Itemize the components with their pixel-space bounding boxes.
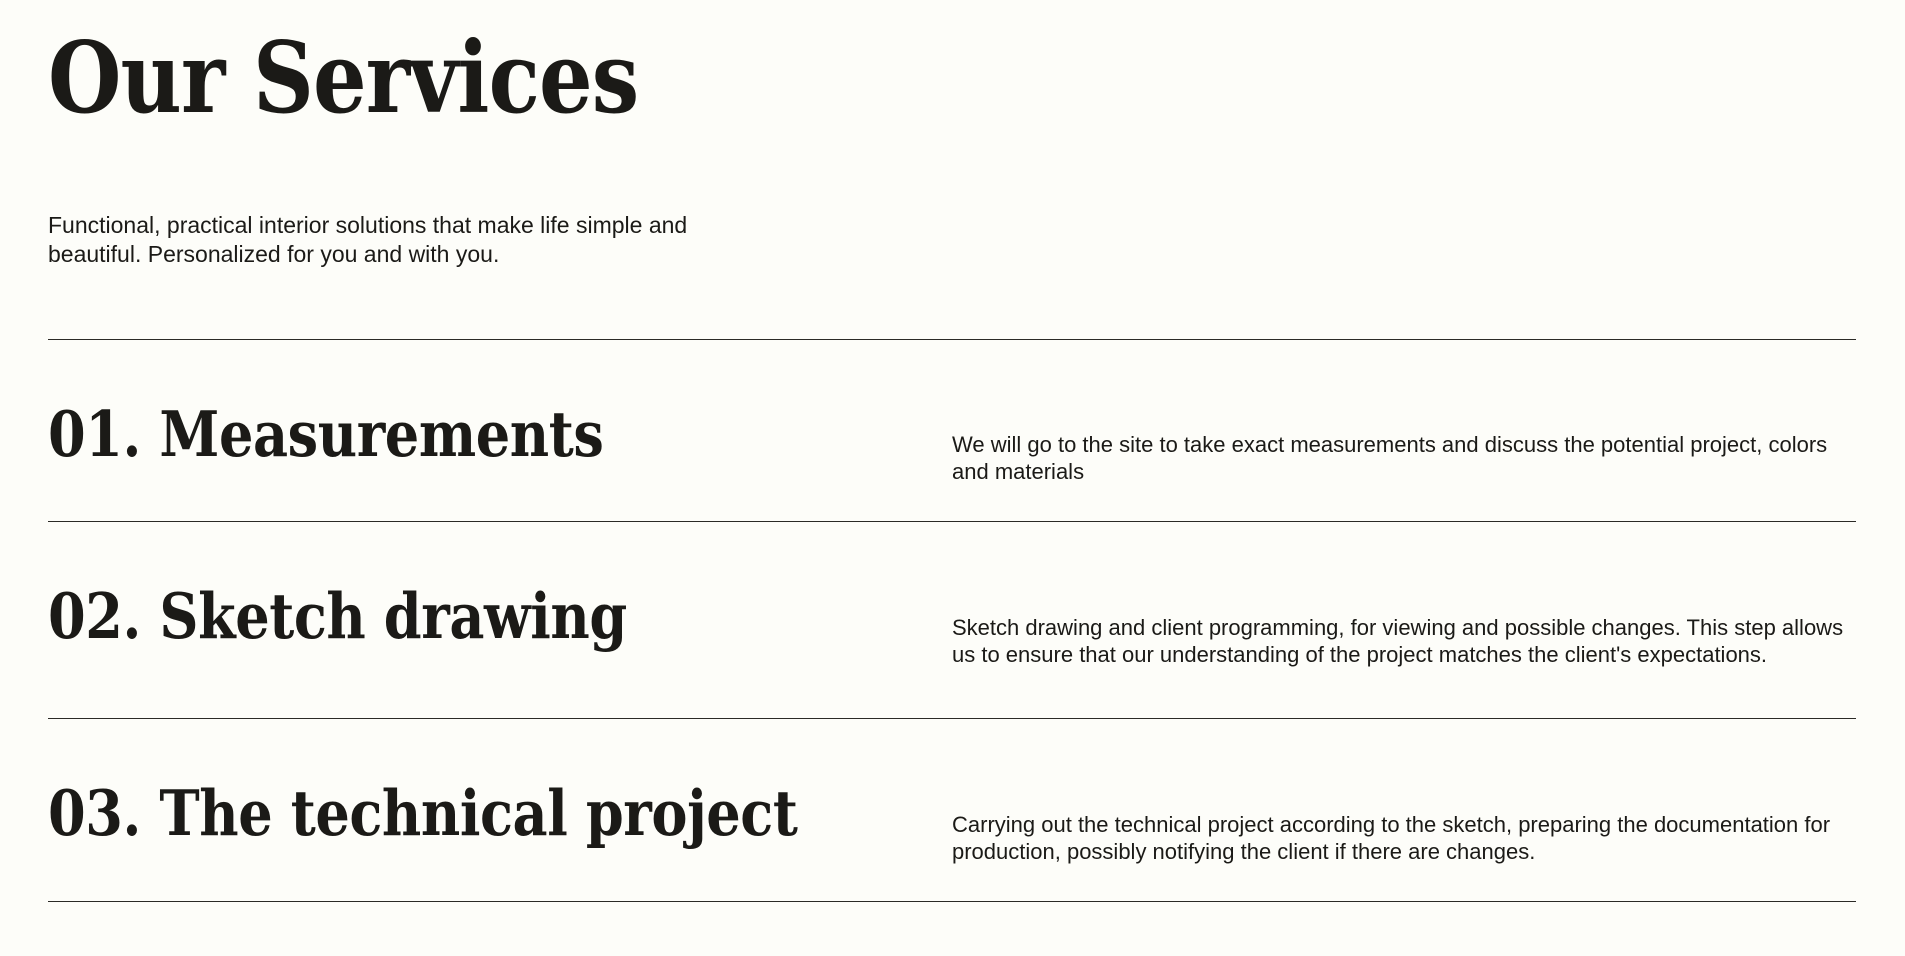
service-title: 02. Sketch drawing [48,579,627,653]
divider [48,521,1856,522]
service-description: Carrying out the technical project accor… [952,812,1831,864]
intro-text: Functional, practical interior solutions… [48,212,688,267]
service-title: 01. Measurements [48,397,604,471]
service-description: We will go to the site to take exact mea… [952,432,1828,484]
divider [48,718,1856,719]
divider [48,339,1856,340]
service-title: 03. The technical project [48,776,798,850]
page-title: Our Services [48,21,639,136]
service-description: Sketch drawing and client programming, f… [952,615,1844,667]
divider [48,901,1856,902]
